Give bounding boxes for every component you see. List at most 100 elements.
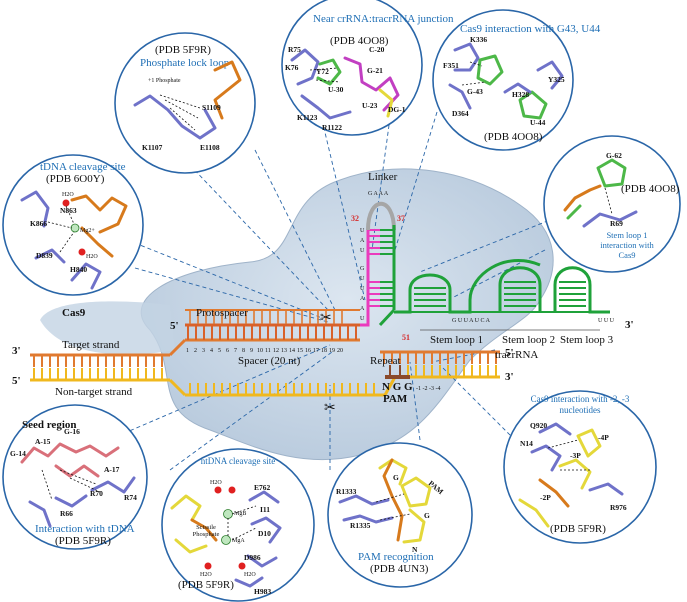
number-32: 32 bbox=[351, 214, 359, 223]
svg-text:G-21: G-21 bbox=[367, 66, 383, 75]
svg-text:H2O: H2O bbox=[244, 572, 256, 578]
nontarget-strand-3prime: 3' bbox=[505, 371, 514, 383]
target-strand-3prime: 3' bbox=[12, 345, 21, 357]
svg-text:PAM recognition: PAM recognition bbox=[358, 551, 434, 563]
svg-text:(PDB 4UN3): (PDB 4UN3) bbox=[370, 563, 429, 575]
svg-text:U-44: U-44 bbox=[530, 118, 546, 127]
svg-text:R69: R69 bbox=[610, 219, 623, 228]
repeat-stem-bases: U A U G U U A A U bbox=[360, 228, 365, 322]
svg-text:F351: F351 bbox=[443, 61, 459, 70]
svg-text:D839: D839 bbox=[36, 251, 53, 260]
svg-text:Y325: Y325 bbox=[548, 75, 565, 84]
svg-text:(PDB 5F9R): (PDB 5F9R) bbox=[550, 523, 606, 535]
svg-text:H2O: H2O bbox=[200, 572, 212, 578]
svg-text:Q920: Q920 bbox=[530, 421, 547, 430]
tracrrna bbox=[378, 225, 610, 327]
spacer-number-row: 1 2 3 4 5 6 7 8 9 10 11 12 13 14 15 16 1… bbox=[186, 348, 343, 354]
pam-region bbox=[385, 365, 410, 379]
svg-text:D10: D10 bbox=[258, 529, 271, 538]
number-37: 37 bbox=[397, 214, 405, 223]
svg-text:Interaction with tDNA: Interaction with tDNA bbox=[35, 523, 135, 535]
stem1-sequence: G U U A U C A bbox=[452, 318, 491, 324]
linker-label: Linker bbox=[368, 171, 398, 183]
stem-loop-1-label: Stem loop 1 bbox=[430, 334, 483, 346]
cas9-protein-lobe bbox=[40, 301, 175, 355]
spacer-5prime: 5' bbox=[170, 320, 179, 332]
svg-text:8: 8 bbox=[242, 348, 245, 354]
svg-text:U: U bbox=[360, 228, 365, 234]
svg-text:(PDB 5F9R): (PDB 5F9R) bbox=[178, 579, 234, 591]
svg-text:G-16: G-16 bbox=[64, 427, 80, 436]
svg-text:7: 7 bbox=[234, 348, 237, 354]
svg-text:A: A bbox=[360, 306, 365, 312]
svg-text:D986: D986 bbox=[244, 553, 261, 562]
svg-text:A: A bbox=[360, 238, 365, 244]
svg-text:-3P: -3P bbox=[570, 451, 581, 460]
svg-text:H2O: H2O bbox=[62, 192, 74, 198]
svg-text:R976: R976 bbox=[610, 503, 627, 512]
svg-text:U: U bbox=[360, 286, 365, 292]
tracrrna-rungs bbox=[380, 229, 586, 307]
linker-loop-bases: G A A A bbox=[368, 191, 389, 197]
linker-loop bbox=[366, 201, 396, 231]
panel-near-junction: Near crRNA:tracrRNA junction (PDB 4OO8) … bbox=[281, 0, 454, 136]
svg-text:15: 15 bbox=[297, 348, 303, 354]
svg-text:G: G bbox=[424, 511, 430, 520]
svg-text:I11: I11 bbox=[260, 505, 270, 514]
svg-text:N863: N863 bbox=[60, 206, 77, 215]
svg-text:Seed region: Seed region bbox=[22, 419, 77, 431]
svg-text:G: G bbox=[393, 473, 399, 482]
tracrrna-3prime: 3' bbox=[625, 319, 634, 331]
scissors-icon-top: ✂ bbox=[320, 311, 332, 326]
svg-text:K76: K76 bbox=[285, 63, 299, 72]
nontarget-strand-5prime: 5' bbox=[12, 375, 21, 387]
svg-text:R1335: R1335 bbox=[350, 521, 371, 530]
svg-text:E762: E762 bbox=[254, 483, 271, 492]
svg-text:U-30: U-30 bbox=[328, 85, 344, 94]
svg-text:C-20: C-20 bbox=[369, 45, 385, 54]
svg-text:H2O: H2O bbox=[86, 254, 98, 260]
svg-text:tDNA cleavage site: tDNA cleavage site bbox=[40, 161, 126, 173]
svg-text:18: 18 bbox=[321, 348, 327, 354]
svg-text:-4P: -4P bbox=[598, 433, 609, 442]
svg-text:K1107: K1107 bbox=[142, 143, 163, 152]
svg-text:5: 5 bbox=[218, 348, 221, 354]
svg-text:(PDB 4OO8): (PDB 4OO8) bbox=[330, 35, 389, 47]
panel-seed: Seed region A-15 G-16 G-14 A-17 R74 R70 … bbox=[2, 404, 148, 550]
svg-text:A: A bbox=[360, 296, 365, 302]
ntdna-title: ntDNA cleavage site bbox=[200, 456, 276, 466]
svg-text:Mg2+: Mg2+ bbox=[80, 228, 95, 234]
panel-tdna-cleavage: tDNA cleavage site (PDB 6O0Y) H2O Mg2+ H… bbox=[2, 154, 144, 296]
svg-text:17: 17 bbox=[313, 348, 319, 354]
pam-label: PAM bbox=[383, 393, 408, 405]
svg-text:K1123: K1123 bbox=[297, 113, 318, 122]
nontarget-strand-label: Non-target strand bbox=[55, 386, 133, 398]
tracrrna-label: tracrRNA bbox=[495, 349, 538, 361]
svg-text:N: N bbox=[412, 545, 418, 554]
nontarget-strand bbox=[30, 365, 500, 397]
svg-text:N14: N14 bbox=[520, 439, 533, 448]
svg-text:Cas9 interaction with G43, U44: Cas9 interaction with G43, U44 bbox=[460, 23, 601, 35]
svg-text:10: 10 bbox=[257, 348, 263, 354]
nt23-title: Cas9 interaction with -2, -3 nucleotides bbox=[530, 394, 630, 415]
svg-text:R70: R70 bbox=[90, 489, 103, 498]
svg-text:U: U bbox=[360, 316, 365, 322]
panel-phosphate-lock: (PDB 5F9R) Phosphate lock loop +1 Phosph… bbox=[114, 32, 256, 174]
svg-text:Near crRNA:tracrRNA junction: Near crRNA:tracrRNA junction bbox=[313, 13, 454, 25]
svg-text:H2O: H2O bbox=[210, 480, 222, 486]
panel-g43-u44: Cas9 interaction with G43, U44 K336 F351… bbox=[432, 9, 601, 151]
svg-text:H983: H983 bbox=[254, 587, 271, 596]
stem-loop-3-label: Stem loop 3 bbox=[560, 334, 614, 346]
svg-text:K336: K336 bbox=[470, 35, 487, 44]
svg-text:2: 2 bbox=[194, 348, 197, 354]
panel-stem-loop1: G-62 (PDB 4OO8) R69 Stem loop 1 interact… bbox=[543, 135, 681, 273]
svg-text:(PDB 4OO8): (PDB 4OO8) bbox=[484, 131, 543, 143]
pam-bases: N G G bbox=[382, 381, 413, 393]
scissile-label: Scissile Phosphate bbox=[192, 524, 220, 538]
svg-text:A-17: A-17 bbox=[104, 465, 120, 474]
panel-nt23: Cas9 interaction with -2, -3 nucleotides… bbox=[503, 390, 657, 544]
repeat-label: Repeat bbox=[370, 355, 401, 367]
svg-text:D364: D364 bbox=[452, 109, 469, 118]
